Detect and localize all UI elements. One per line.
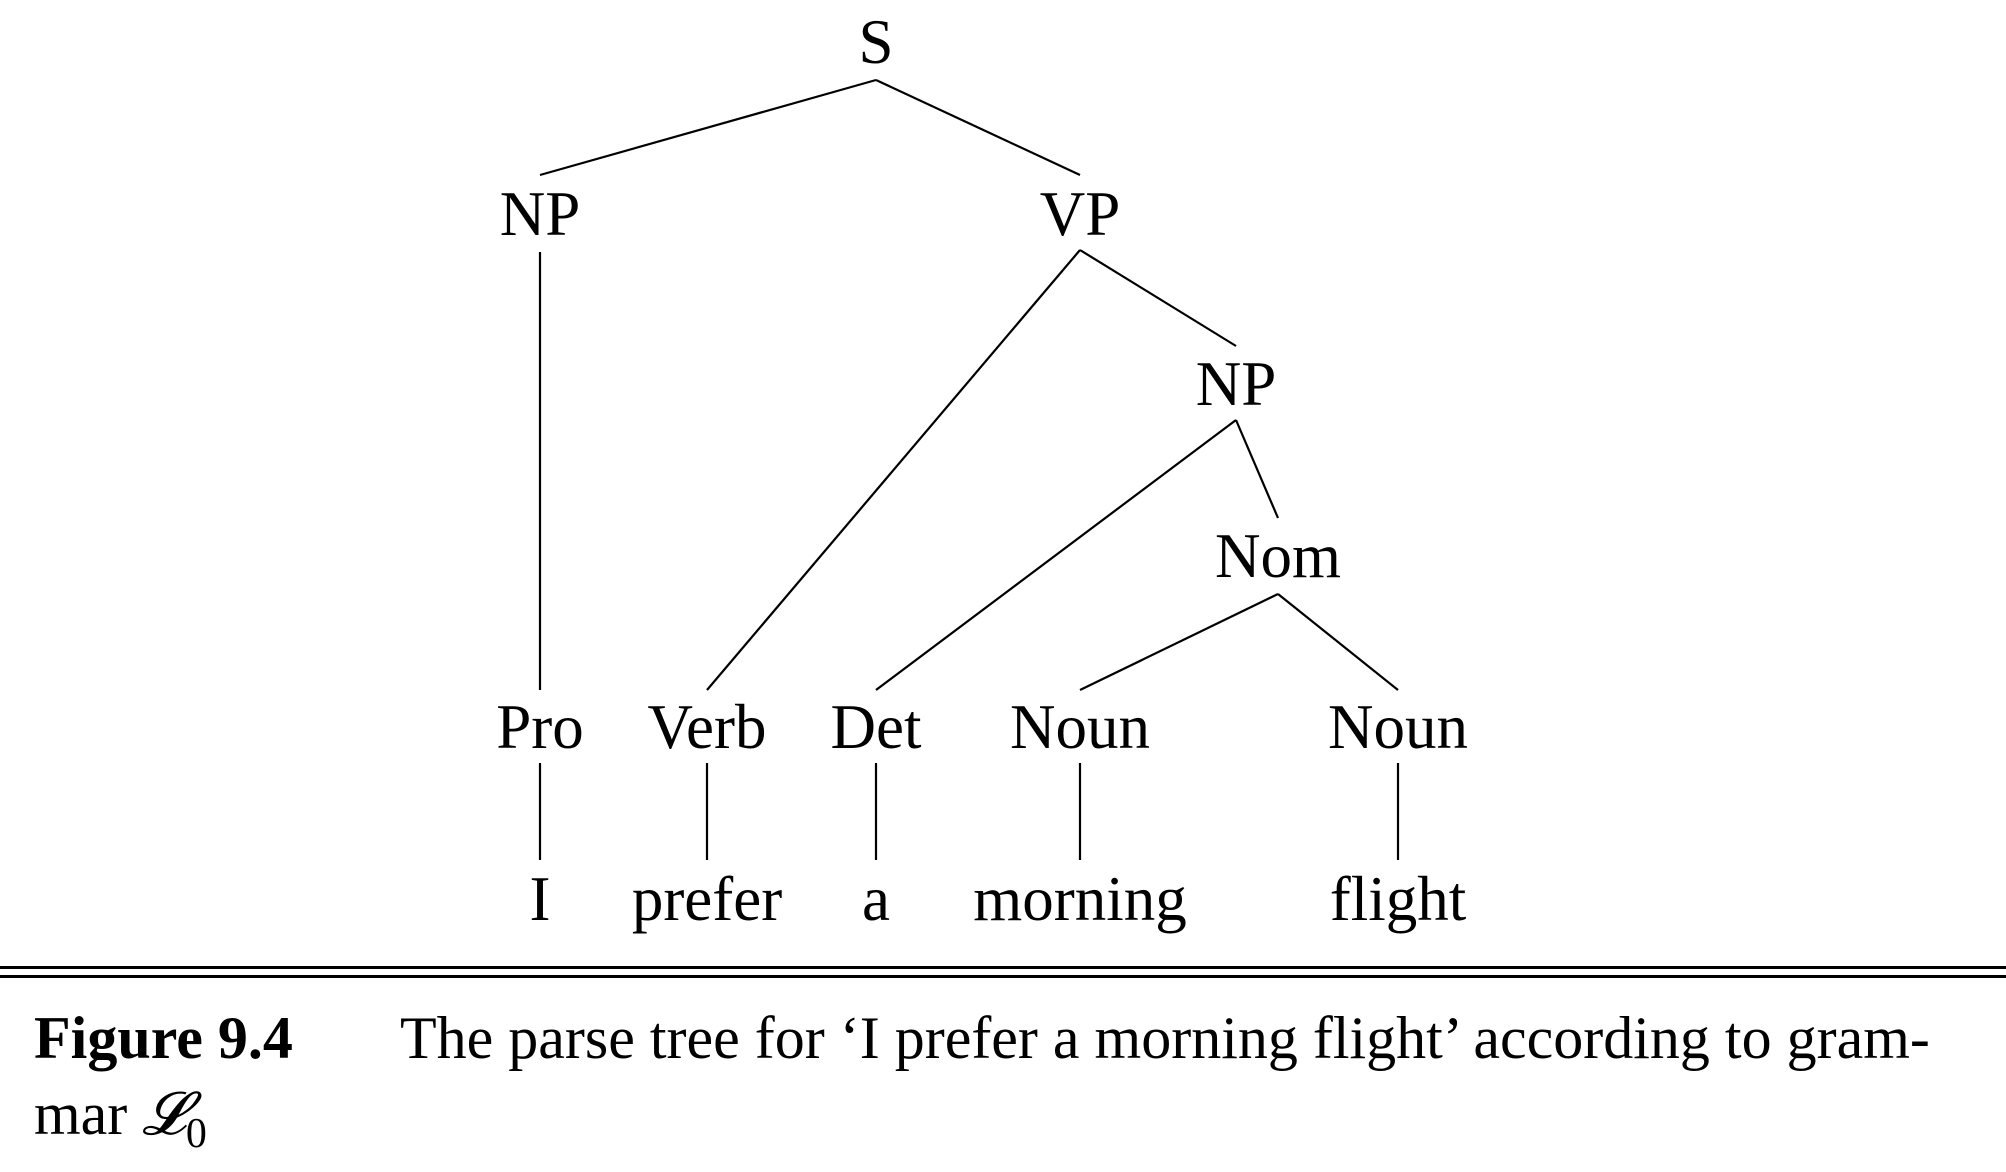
node-noun-2: Noun [1328,692,1468,762]
parse-tree-diagram: S NP VP NP Nom Pro Verb Det Noun Noun I … [496,7,1468,934]
grammar-symbol: 𝓛0 [142,1081,207,1157]
edge-np-det [875,419,1237,691]
word-prefer: prefer [632,864,782,934]
edge-vp-np [1079,249,1237,347]
grammar-subscript: 0 [185,1111,207,1157]
edge-s-vp [875,79,1081,176]
node-det: Det [831,692,922,762]
node-verb: Verb [648,692,767,762]
edge-nom-noun1 [1079,593,1279,691]
caption-rule-top [0,966,2006,969]
edge-nom-noun2 [1277,593,1399,691]
node-np-object: NP [1196,349,1277,419]
edge-s-np [539,78,877,177]
node-nom: Nom [1215,521,1341,591]
word-flight: flight [1330,864,1467,934]
tree-edges [538,78,1400,860]
caption-line-1: Figure 9.4 The parse tree for ‘I prefer a… [34,1000,1984,1076]
caption-text: The parse tree for ‘I prefer a morning f… [400,1005,1930,1071]
node-np-subject: NP [500,179,581,249]
node-pro: Pro [496,692,584,762]
node-s: S [858,7,893,77]
word-i: I [530,864,551,934]
edge-vp-verb [706,249,1081,691]
caption-text-continued: mar [34,1081,143,1147]
tree-nodes: S NP VP NP Nom Pro Verb Det Noun Noun I … [496,7,1468,934]
figure-caption: Figure 9.4 The parse tree for ‘I prefer a… [34,1000,1984,1172]
edge-np-nom [1234,419,1280,519]
caption-rule-bottom [0,975,2006,978]
node-noun-1: Noun [1010,692,1150,762]
word-morning: morning [973,864,1187,934]
grammar-letter: 𝓛 [142,1081,186,1147]
node-vp: VP [1040,179,1121,249]
caption-line-2: mar 𝓛0 [34,1076,1984,1172]
figure-label: Figure 9.4 [34,1005,293,1071]
word-a: a [862,864,890,934]
